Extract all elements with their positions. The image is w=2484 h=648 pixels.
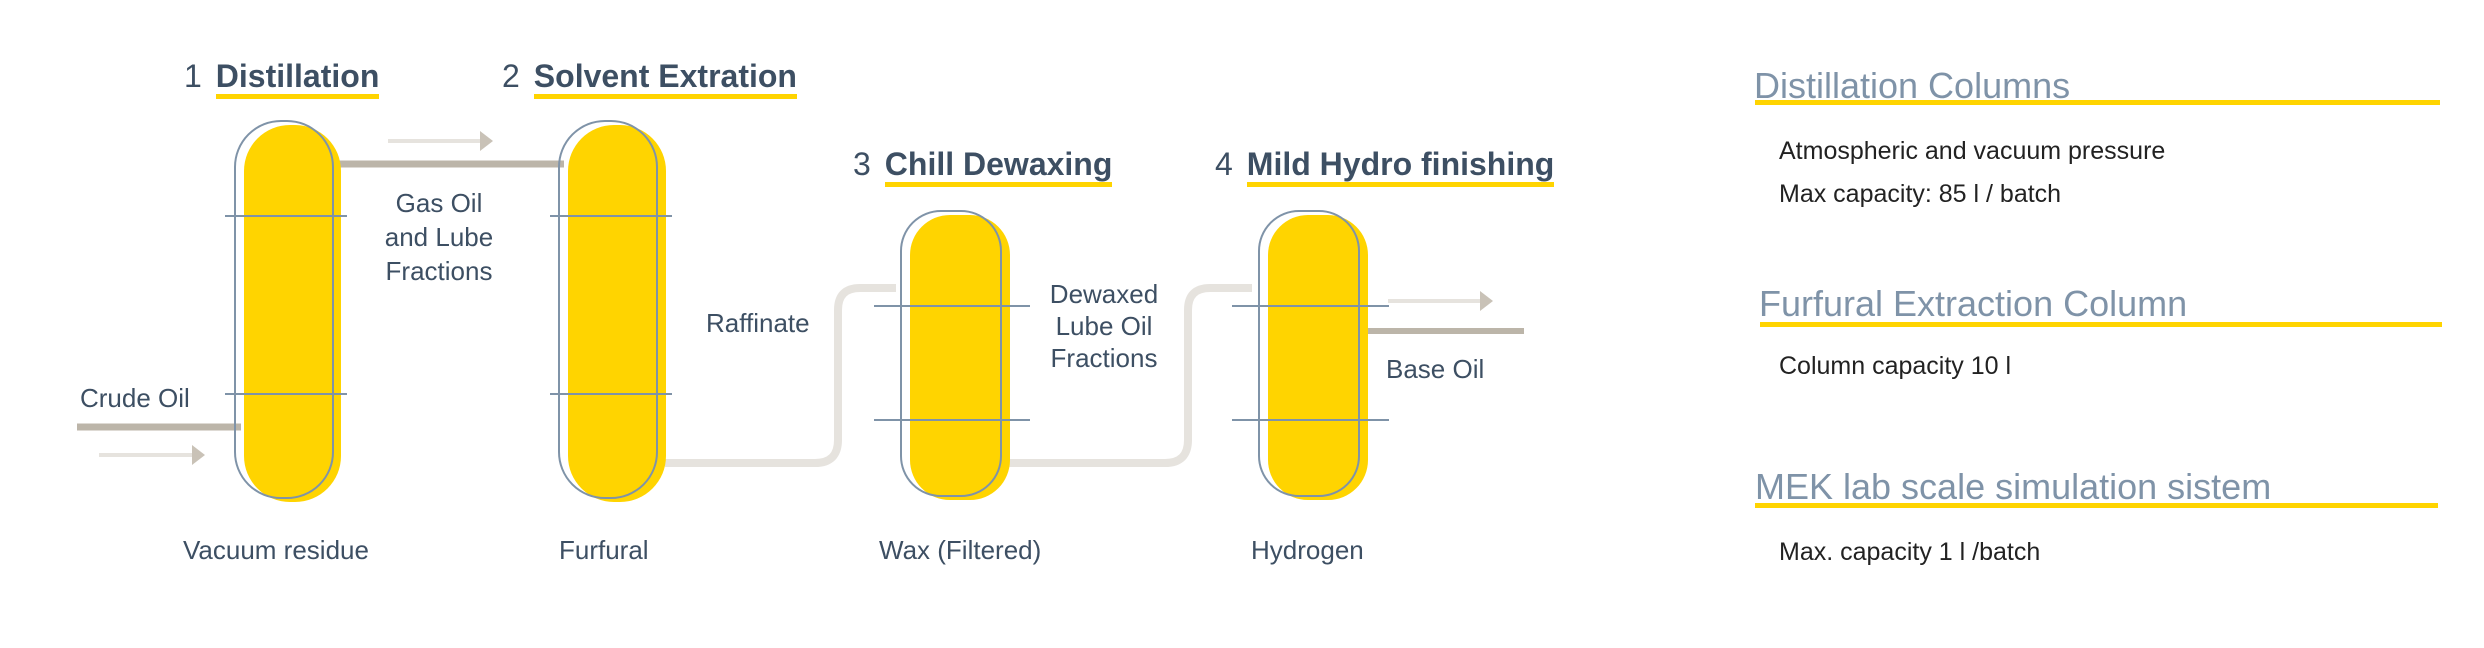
heading-underline [1755, 100, 2440, 105]
step-4-title: 4 Mild Hydro finishing [1215, 146, 1555, 187]
info-text: Column capacity 10 l [1779, 352, 2012, 380]
info-heading: Distillation Columns [1754, 65, 2071, 106]
arrow-right-icon [388, 131, 493, 151]
arrow-right-icon [1388, 291, 1493, 311]
distillation-column [225, 120, 347, 502]
step-title: Solvent Extration [533, 58, 797, 99]
info-text: Max. capacity 1 l /batch [1779, 538, 2041, 566]
step-title: Mild Hydro finishing [1246, 146, 1555, 187]
label-line: Fractions [1050, 343, 1158, 373]
chill-dewaxing-column [874, 210, 1030, 500]
gas-oil-label: Gas Oil and Lube Fractions [379, 186, 499, 288]
label-line: Fractions [385, 256, 493, 286]
arrow-right-icon [99, 445, 205, 465]
dewaxed-pipe [1006, 284, 1252, 467]
raffinate-pipe [665, 284, 896, 467]
info-heading: MEK lab scale simulation sistem [1755, 466, 2272, 507]
heading-underline [1755, 503, 2438, 508]
step-title: Distillation [215, 58, 380, 99]
furfural-label: Furfural [559, 535, 649, 565]
base-oil-label: Base Oil [1386, 354, 1485, 384]
step-number: 3 [853, 146, 871, 182]
step-number: 4 [1215, 146, 1233, 182]
step-title: Chill Dewaxing [884, 146, 1113, 187]
dewaxed-label: Dewaxed Lube Oil Fractions [1044, 278, 1164, 374]
hydro-finishing-column [1232, 210, 1389, 500]
raffinate-label: Raffinate [706, 308, 810, 338]
step-2-title: 2 Solvent Extration [502, 58, 797, 99]
label-line: Dewaxed [1049, 279, 1159, 309]
hydrogen-label: Hydrogen [1251, 535, 1364, 565]
info-text: Atmospheric and vacuum pressure [1779, 137, 2166, 165]
step-number: 1 [184, 58, 202, 94]
solvent-extraction-column [550, 120, 672, 502]
crude-oil-label: Crude Oil [80, 383, 190, 413]
label-line: Gas Oil [395, 188, 483, 218]
vacuum-residue-label: Vacuum residue [183, 535, 369, 565]
step-number: 2 [502, 58, 520, 94]
step-3-title: 3 Chill Dewaxing [853, 146, 1113, 187]
wax-label: Wax (Filtered) [879, 535, 1042, 565]
heading-underline [1760, 322, 2442, 327]
label-line: and Lube [384, 222, 494, 252]
label-line: Lube Oil [1055, 311, 1153, 341]
step-1-title: 1 Distillation [184, 58, 380, 99]
info-heading: Furfural Extraction Column [1759, 283, 2188, 324]
info-text: Max capacity: 85 l / batch [1779, 180, 2062, 208]
